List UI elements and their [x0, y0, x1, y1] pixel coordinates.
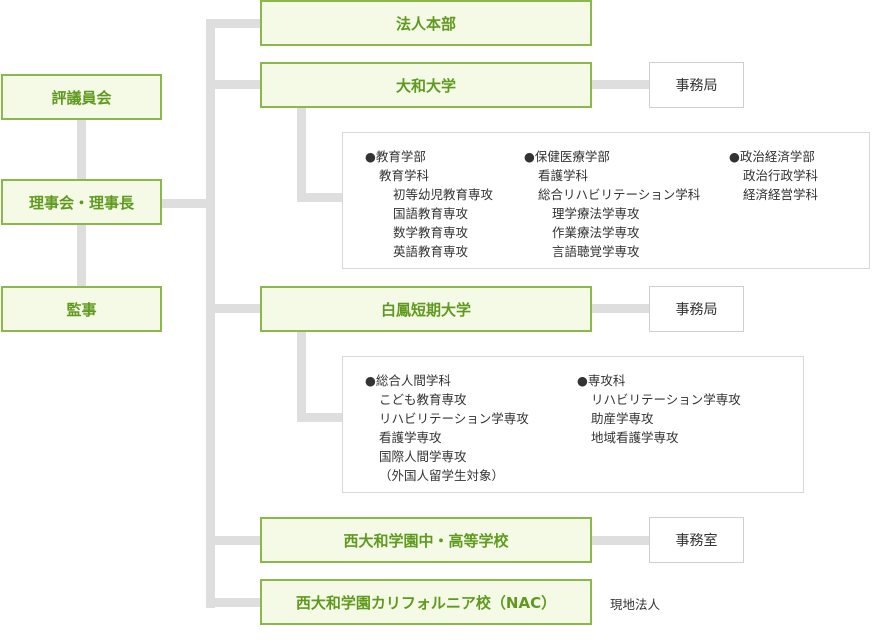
faculty-title: ●教育学部 — [365, 149, 426, 164]
major: こども教育専攻 — [379, 392, 467, 407]
major: 英語教育専攻 — [393, 244, 469, 259]
connector-board-auditor — [77, 224, 86, 287]
board-box: 理事会・理事長 — [1, 179, 162, 225]
nac-box: 西大和学園カリフォルニア校（NAC） — [260, 579, 592, 625]
major: 国際人間学専攻 — [379, 449, 467, 464]
corporate-hq-box: 法人本部 — [260, 0, 592, 46]
school-office-box: 事務室 — [649, 517, 744, 563]
major: リハビリテーション学専攻 — [591, 392, 741, 407]
drop-hakuho-panel — [297, 330, 306, 421]
college-office-box: 事務局 — [649, 286, 744, 332]
link-yamato-office — [591, 80, 651, 89]
branch-hakuho — [206, 304, 262, 313]
department: 看護学科 — [538, 168, 589, 183]
major-note: （外国人留学生対象） — [379, 468, 505, 483]
major: 言語聴覚学専攻 — [552, 244, 640, 259]
faculty-education: ●教育学部 教育学科 初等幼児教育専攻 国語教育専攻 数学教育専攻 英語教育専攻 — [365, 147, 493, 261]
tee-yamato-panel — [297, 193, 343, 202]
department: 教育学科 — [379, 168, 430, 183]
dept-advanced: ●専攻科 リハビリテーション学専攻 助産学専攻 地域看護学専攻 — [577, 371, 741, 447]
yamato-faculty-panel: ●教育学部 教育学科 初等幼児教育専攻 国語教育専攻 数学教育専攻 英語教育専攻… — [342, 132, 870, 269]
major: 数学教育専攻 — [393, 225, 469, 240]
dept-general-human: ●総合人間学科 こども教育専攻 リハビリテーション学専攻 看護学専攻 国際人間学… — [365, 371, 529, 485]
hakuho-college-box: 白鳳短期大学 — [260, 286, 592, 332]
major: 国語教育専攻 — [393, 206, 469, 221]
yamato-univ-box: 大和大学 — [260, 62, 592, 108]
hakuho-faculty-panel: ●総合人間学科 こども教育専攻 リハビリテーション学専攻 看護学専攻 国際人間学… — [342, 356, 804, 493]
department: 総合リハビリテーション学科 — [538, 187, 701, 202]
major: 助産学専攻 — [591, 411, 654, 426]
connector-board-trunk — [161, 199, 211, 208]
department-title: ●専攻科 — [577, 373, 626, 388]
link-hakuho-office — [591, 304, 651, 313]
auditor-box: 監事 — [1, 286, 162, 332]
faculty-health: ●保健医療学部 看護学科 総合リハビリテーション学科 理学療法学専攻 作業療法学… — [524, 147, 700, 261]
major: 理学療法学専攻 — [552, 206, 640, 221]
department-title: ●総合人間学科 — [365, 373, 451, 388]
trunk-vertical — [206, 19, 215, 608]
branch-hq — [206, 19, 262, 28]
tee-hakuho-panel — [297, 413, 343, 422]
univ-office-box: 事務局 — [649, 62, 744, 108]
faculty-title: ●保健医療学部 — [524, 149, 610, 164]
branch-nac — [206, 598, 262, 607]
council-box: 評議員会 — [1, 74, 162, 120]
nishiyamato-school-box: 西大和学園中・高等学校 — [260, 517, 592, 563]
connector-council-board — [77, 118, 86, 180]
major: 初等幼児教育専攻 — [393, 187, 494, 202]
major: 看護学専攻 — [379, 430, 442, 445]
department: 経済経営学科 — [743, 187, 819, 202]
major: 作業療法学専攻 — [552, 225, 640, 240]
faculty-title: ●政治経済学部 — [729, 149, 815, 164]
department: 政治行政学科 — [743, 168, 819, 183]
link-school-office — [591, 536, 651, 545]
branch-yamato — [206, 80, 262, 89]
nac-note: 現地法人 — [610, 597, 661, 612]
drop-yamato-panel — [297, 106, 306, 201]
major: 地域看護学専攻 — [591, 430, 679, 445]
branch-school — [206, 536, 262, 545]
faculty-politics: ●政治経済学部 政治行政学科 経済経営学科 — [729, 147, 818, 204]
major: リハビリテーション学専攻 — [379, 411, 529, 426]
